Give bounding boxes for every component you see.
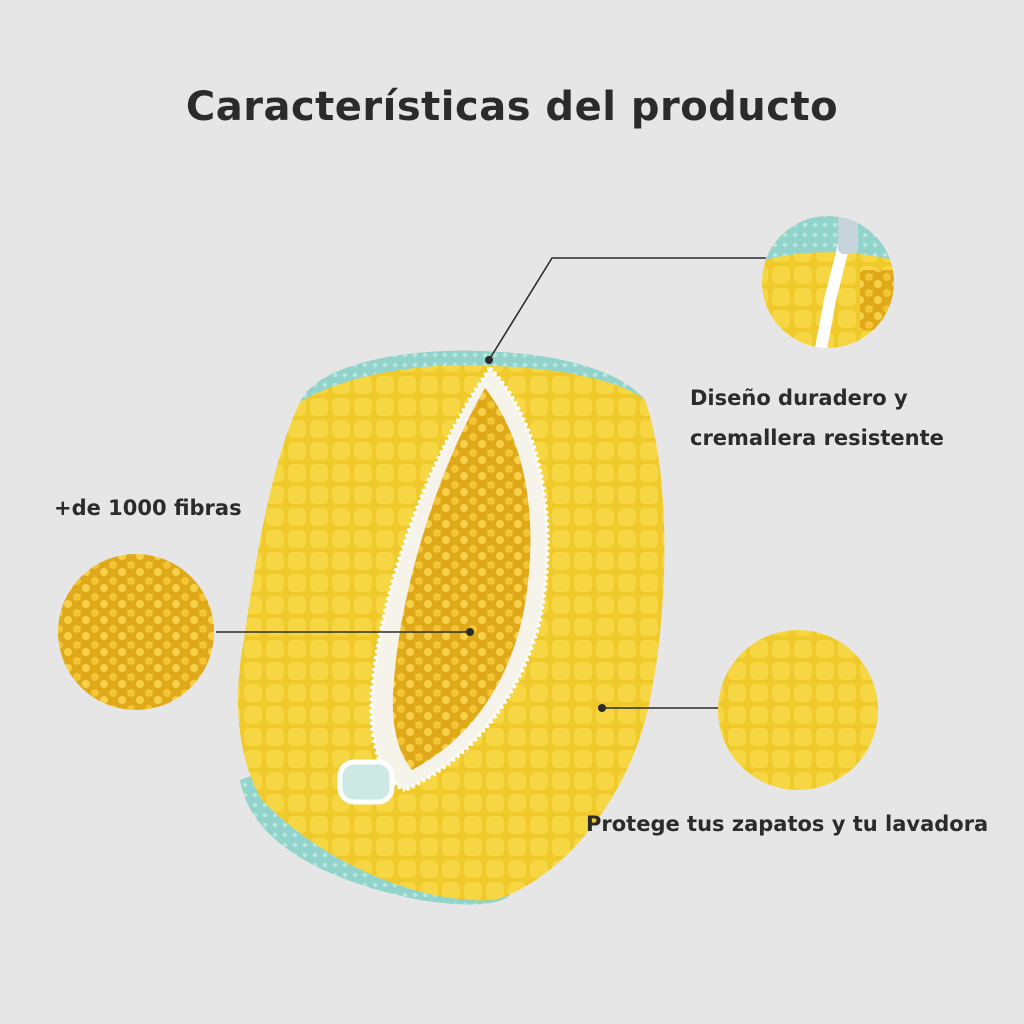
callout-zipper-line [488,257,766,361]
callout-lines [216,257,766,709]
fabric-detail-image [718,630,878,790]
callout-dot-fabric [598,704,606,712]
feature-zipper-line2: cremallera resistente [690,426,944,450]
page-title: Características del producto [185,84,839,130]
zipper-detail-image [762,216,894,348]
feature-protection-caption: Protege tus zapatos y tu lavadora [586,812,989,836]
callout-dot-zipper [485,356,493,364]
feature-zipper-caption: Diseño duradero y cremallera resistente [690,378,944,458]
callout-dot-fibers [466,628,474,636]
feature-zipper-line1: Diseño duradero y [690,386,908,410]
feature-fibers-caption: +de 1000 fibras [54,496,242,520]
shoe-wash-bag [238,350,665,905]
fibers-detail-image [58,554,214,710]
